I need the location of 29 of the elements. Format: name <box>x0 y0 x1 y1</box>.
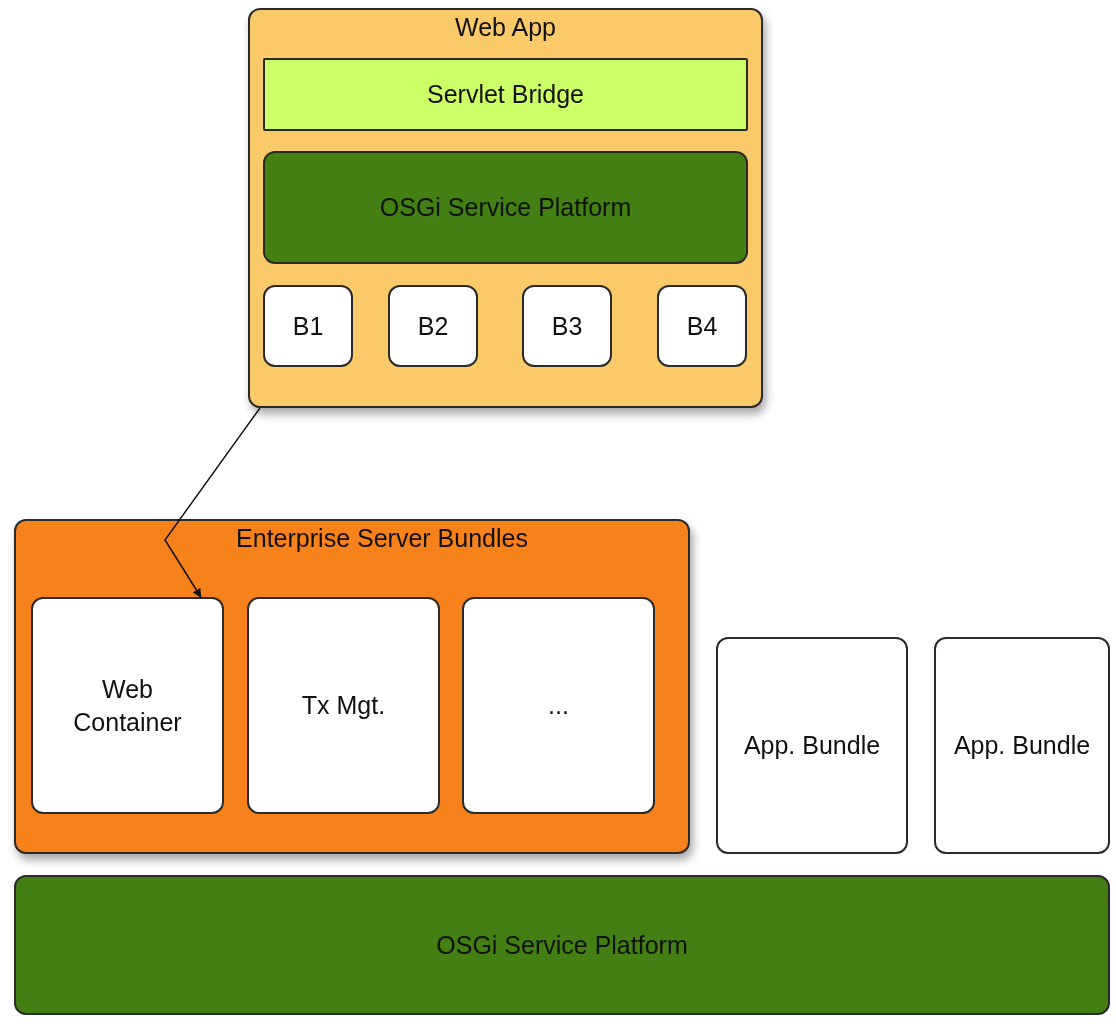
box-label: B2 <box>417 310 449 342</box>
box-label: B4 <box>686 310 718 342</box>
bundle-box <box>263 285 353 367</box>
container-box <box>14 519 690 854</box>
box-label: App. Bundle <box>743 730 881 762</box>
bundle-box <box>657 285 747 367</box>
container-title: Enterprise Server Bundles <box>235 523 528 553</box>
bundle-box <box>522 285 612 367</box>
box-label: B3 <box>551 310 583 342</box>
box-label: OSGi Service Platform <box>436 929 688 961</box>
bundle-box <box>462 597 655 814</box>
box-label: Servlet Bridge <box>427 79 584 111</box>
box-label: B1 <box>292 310 324 342</box>
bridge-band <box>263 58 748 131</box>
container-title: Web App <box>455 12 556 42</box>
bundle-box <box>247 597 440 814</box>
box-label: App. Bundle <box>953 730 1091 762</box>
box-label: OSGi Service Platform <box>379 192 632 224</box>
platform-band <box>14 875 1110 1015</box>
bundle-box <box>934 637 1110 854</box>
bundle-box <box>31 597 224 814</box>
bundle-box <box>388 285 478 367</box>
arrow <box>164 407 261 598</box>
box-label: ... <box>548 690 569 722</box>
box-label: Web Container <box>72 674 183 738</box>
box-label: Tx Mgt. <box>301 690 386 722</box>
container-box <box>248 8 763 408</box>
platform-band <box>263 151 748 264</box>
bundle-box <box>716 637 908 854</box>
